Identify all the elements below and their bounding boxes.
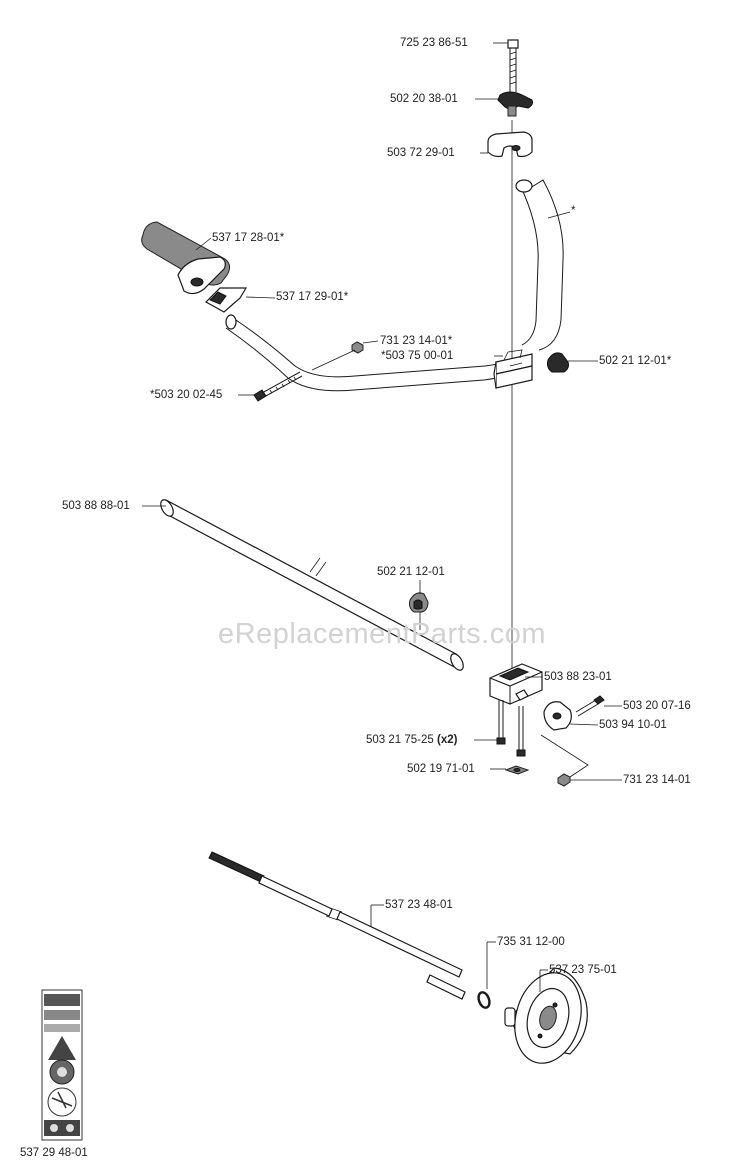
tube-knob bbox=[409, 592, 429, 613]
decal bbox=[41, 989, 83, 1141]
leader-grip bbox=[195, 237, 212, 251]
tube-clamp bbox=[489, 663, 543, 705]
label-screw-side: 503 20 07-16 bbox=[623, 700, 691, 712]
label-screw-handle: *503 20 02-45 bbox=[150, 389, 223, 401]
handle-grip bbox=[141, 221, 231, 295]
drive-shaft bbox=[208, 851, 466, 1000]
watermark: eReplacementParts.com bbox=[218, 618, 547, 650]
leader-asterisk bbox=[547, 211, 571, 219]
leader-nut-handle bbox=[362, 340, 379, 344]
right-knob bbox=[547, 352, 569, 373]
grip-clip bbox=[205, 287, 248, 313]
label-nut-bottom: 731 23 14-01 bbox=[623, 774, 691, 786]
label-knob-top: 502 20 38-01 bbox=[390, 93, 458, 105]
ring bbox=[477, 991, 491, 1009]
leader-nut-handle-2 bbox=[311, 349, 356, 371]
bottom-nut bbox=[557, 773, 571, 787]
side-screw bbox=[575, 695, 605, 717]
handle-clamp bbox=[493, 349, 533, 389]
label-bolt-top: 725 23 86-51 bbox=[400, 37, 468, 49]
label-grip-clip: 537 17 29-01* bbox=[276, 291, 349, 303]
handle-bar-left bbox=[225, 314, 516, 392]
right-handle-bar bbox=[515, 179, 564, 351]
top-bolt bbox=[507, 39, 519, 92]
label-asterisk: * bbox=[571, 205, 576, 217]
leader-bracket-side bbox=[569, 723, 599, 726]
label-bracket-side: 503 94 10-01 bbox=[599, 719, 667, 731]
drum bbox=[504, 967, 588, 1064]
square-nut bbox=[504, 765, 530, 775]
label-screw-bottom-qty: (x2) bbox=[437, 734, 458, 746]
handle-nut bbox=[351, 341, 364, 354]
label-drive-shaft: 537 23 48-01 bbox=[385, 899, 453, 911]
label-screw-bottom-number: 503 21 75-25 bbox=[366, 734, 434, 746]
label-clamp-top: 503 72 29-01 bbox=[387, 147, 455, 159]
label-tube-clamp: 503 88 23-01 bbox=[544, 671, 612, 683]
label-clamp-handle: *503 75 00-01 bbox=[381, 350, 454, 362]
label-knob-right: 502 21 12-01* bbox=[599, 355, 672, 367]
label-grip-left: 537 17 28-01* bbox=[212, 232, 285, 244]
label-knob-tube: 502 21 12-01 bbox=[377, 566, 445, 578]
bottom-screws bbox=[496, 700, 526, 757]
shaft-tube bbox=[160, 499, 464, 671]
label-screw-bottom: 503 21 75-25 (x2) bbox=[366, 733, 457, 747]
label-ring: 735 31 12-00 bbox=[497, 936, 565, 948]
side-bracket bbox=[543, 701, 572, 731]
label-shaft-tube: 503 88 88-01 bbox=[62, 500, 130, 512]
label-nut-handle: 731 23 14-01* bbox=[380, 335, 453, 347]
label-square-nut: 502 19 71-01 bbox=[407, 763, 475, 775]
leader-bracket-nut bbox=[540, 734, 589, 778]
leader-grip-clip bbox=[245, 296, 276, 299]
handle-screw bbox=[253, 371, 303, 402]
label-decal: 537 29 48-01 bbox=[20, 1147, 88, 1159]
label-drum: 537 23 75-01 bbox=[549, 964, 617, 976]
top-knob bbox=[497, 91, 533, 117]
top-clamp bbox=[487, 131, 533, 158]
